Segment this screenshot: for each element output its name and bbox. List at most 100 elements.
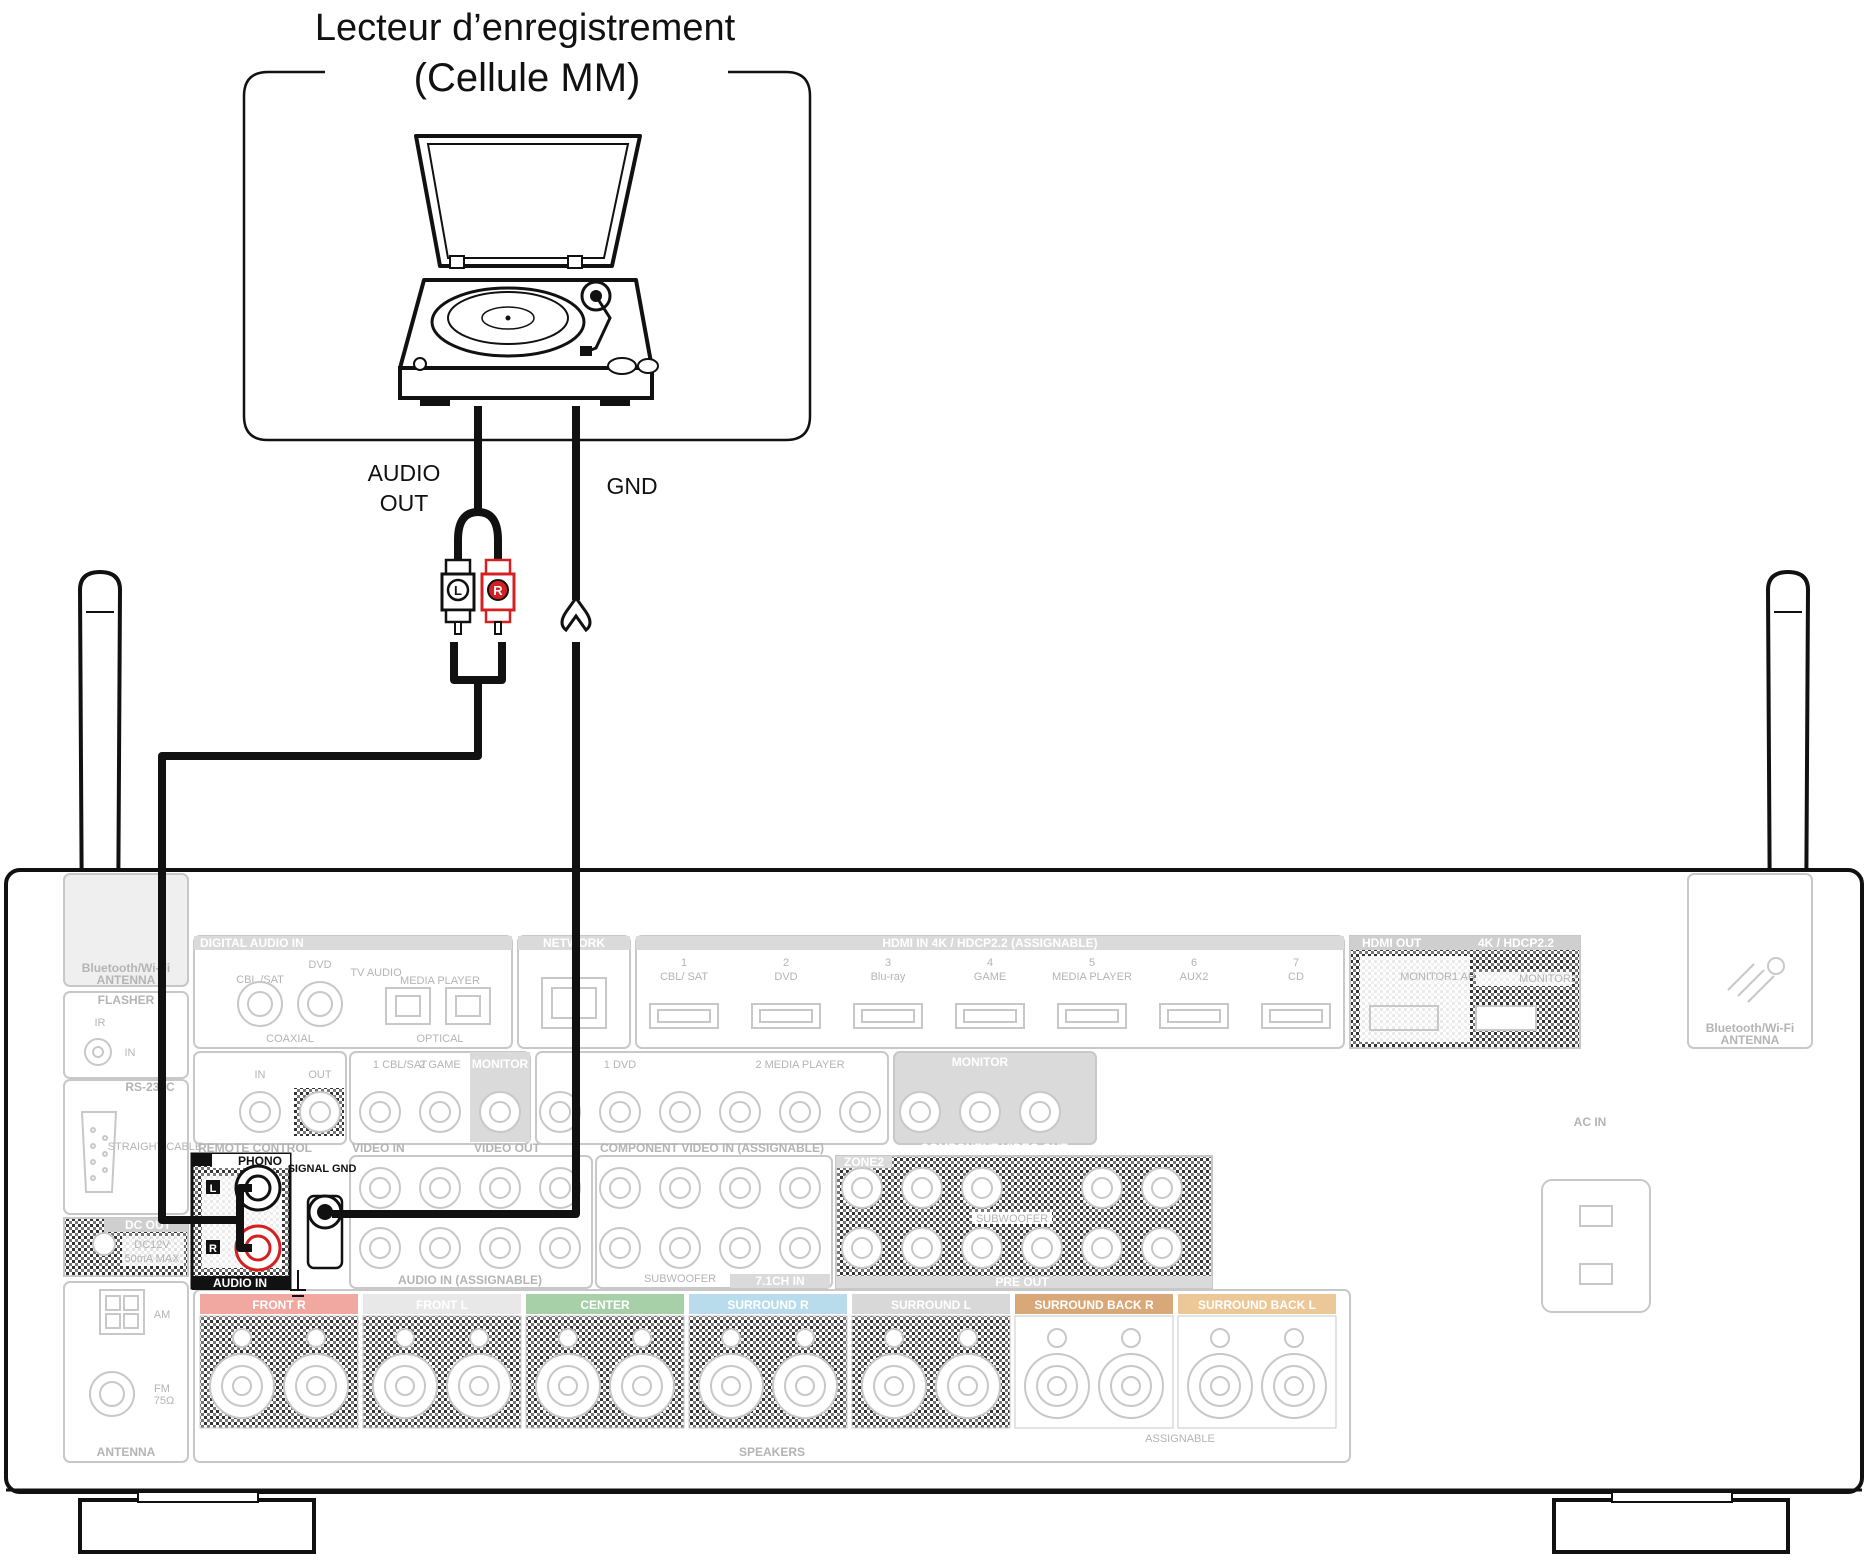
monitor-arc-label: MONITOR1 ARC bbox=[1400, 971, 1484, 983]
phono-label: PHONO bbox=[238, 1154, 282, 1168]
speaker-group-label: SURROUND L bbox=[891, 1298, 971, 1312]
speaker-group-label: SURROUND R bbox=[727, 1298, 809, 1312]
speaker-group-6: SURROUND BACK R bbox=[1014, 1294, 1174, 1429]
hdmi-port bbox=[1057, 1003, 1127, 1029]
antenna-left bbox=[77, 569, 123, 942]
speakers-label: SPEAKERS bbox=[739, 1445, 805, 1459]
rca-plug-right: R bbox=[480, 558, 516, 635]
hdmi-input-label: GAME bbox=[974, 971, 1006, 983]
remote-control-label: REMOTE CONTROL bbox=[198, 1141, 312, 1155]
device-frame bbox=[242, 70, 812, 442]
video-out-label: VIDEO OUT bbox=[474, 1141, 541, 1155]
plug-right-letter: R bbox=[493, 583, 503, 598]
speaker-group-1: FRONT R bbox=[199, 1294, 359, 1429]
hdmi-port bbox=[1261, 1003, 1331, 1029]
speaker-group-label: CENTER bbox=[580, 1298, 630, 1312]
ac-in-label: AC IN bbox=[1574, 1115, 1607, 1129]
bt-antenna-left-label: Bluetooth/Wi-Fi bbox=[82, 961, 171, 975]
hdmi-input-label: CBL/ SAT bbox=[660, 971, 708, 983]
coaxial-label: COAXIAL bbox=[266, 1033, 314, 1045]
audio-out-label-line1: AUDIO bbox=[368, 460, 441, 486]
rs232c-label: RS-232C bbox=[125, 1080, 175, 1094]
hdmi-port bbox=[751, 1003, 821, 1029]
hdmi-input-7: 7CD bbox=[1261, 957, 1331, 1029]
component-video-out-label: COMPONENT VIDEO OUT bbox=[920, 1141, 1068, 1155]
hdmi-port bbox=[649, 1003, 719, 1029]
ch71-in-label: 7.1CH IN bbox=[755, 1274, 804, 1288]
hdmi-input-number: 1 bbox=[681, 957, 687, 969]
hdmi-port bbox=[1159, 1003, 1229, 1029]
hdmi-input-label: AUX2 bbox=[1180, 971, 1209, 983]
speaker-group-2: FRONT L bbox=[362, 1294, 522, 1429]
top-row-panels: DIGITAL AUDIO IN CBL /SAT DVD TV AUDIO M… bbox=[193, 873, 1813, 1049]
svg-text:1 DVD: 1 DVD bbox=[604, 1059, 636, 1071]
bt-antenna-right-label: Bluetooth/Wi-Fi bbox=[1706, 1021, 1795, 1035]
fm-label: FM bbox=[154, 1383, 170, 1395]
assignable-label: ASSIGNABLE bbox=[1145, 1433, 1215, 1445]
speaker-group-label: FRONT R bbox=[252, 1298, 306, 1312]
pre-out-label: PRE OUT bbox=[995, 1275, 1049, 1289]
hdmi-input-number: 6 bbox=[1191, 957, 1197, 969]
speaker-group-4: SURROUND R bbox=[688, 1294, 848, 1429]
zone2-label: ZONE2 bbox=[844, 1155, 884, 1169]
hdmi-out-spec: 4K / HDCP2.2 bbox=[1478, 936, 1554, 950]
phono-r-badge: R bbox=[209, 1243, 217, 1255]
speaker-group-label: SURROUND BACK R bbox=[1034, 1298, 1154, 1312]
subwoofer-label: SUBWOOFER bbox=[644, 1273, 716, 1285]
hdmi-input-number: 7 bbox=[1293, 957, 1299, 969]
am-label: AM bbox=[154, 1309, 171, 1321]
digital-audio-in-label: DIGITAL AUDIO IN bbox=[200, 936, 304, 950]
ac-in-socket: AC IN bbox=[1541, 1115, 1651, 1313]
speaker-terminals: FRONT R FRONT L CENTER SURROUND R SURROUND L… bbox=[193, 1289, 1351, 1463]
audio-out-label-line2: OUT bbox=[380, 490, 429, 516]
bt-antenna-left-label-2: ANTENNA bbox=[97, 973, 156, 987]
audio-in-label: AUDIO IN bbox=[213, 1276, 267, 1290]
hdmi-input-label: MEDIA PLAYER bbox=[1052, 971, 1132, 983]
phono-l-badge: L bbox=[210, 1183, 217, 1195]
gnd-label: GND bbox=[606, 473, 657, 499]
title-line-2: (Cellule MM) bbox=[414, 56, 641, 100]
speaker-group-3: CENTER bbox=[525, 1294, 685, 1429]
antenna-right bbox=[1765, 569, 1811, 942]
title-line-1: Lecteur d’enregistrement bbox=[315, 7, 736, 49]
antenna-label: ANTENNA bbox=[97, 1445, 156, 1459]
bt-antenna-right-label-2: ANTENNA bbox=[1721, 1033, 1780, 1047]
hdmi-port bbox=[955, 1003, 1025, 1029]
pre-out-subwoofer-label: SUBWOOFER bbox=[976, 1213, 1048, 1225]
digital-dvd: DVD bbox=[308, 959, 331, 971]
component-monitor-label: MONITOR bbox=[952, 1055, 1009, 1069]
flasher-in-label: IN bbox=[125, 1047, 136, 1059]
video-monitor-label: MONITOR bbox=[472, 1057, 529, 1071]
hdmi-input-label: Blu-ray bbox=[871, 971, 906, 983]
video-row-panels: IN OUT REMOTE CONTROL 1 CBL/SAT 2 GAME M… bbox=[193, 1051, 1097, 1155]
audio-in-assignable-label: AUDIO IN (ASSIGNABLE) bbox=[398, 1273, 542, 1287]
signal-gnd-terminal: SIGNAL GND bbox=[288, 1163, 357, 1297]
hdmi-input-number: 4 bbox=[987, 957, 993, 969]
speaker-group-5: SURROUND L bbox=[851, 1294, 1011, 1429]
left-panel-column: Bluetooth/Wi-Fi ANTENNA FLASHER IR IN RS… bbox=[63, 873, 203, 1463]
optical-label: OPTICAL bbox=[416, 1033, 463, 1045]
speaker-group-label: SURROUND BACK L bbox=[1198, 1298, 1316, 1312]
plug-left-letter: L bbox=[454, 583, 462, 598]
video-in-label: VIDEO IN bbox=[352, 1141, 405, 1155]
monitor2-label: MONITOR2 bbox=[1519, 973, 1577, 985]
cables: L R bbox=[158, 406, 592, 1252]
hdmi-in-label: HDMI IN 4K / HDCP2.2 (ASSIGNABLE) bbox=[882, 936, 1097, 950]
rca-plug-left: L bbox=[440, 558, 476, 635]
dc-spec-1: DC12V bbox=[134, 1239, 170, 1251]
ir-label: IR bbox=[95, 1017, 106, 1029]
audio-row-panels: AUDIO IN (ASSIGNABLE) SUBWOOFER 7.1CH IN… bbox=[349, 1155, 1213, 1289]
straight-cable-label: STRAIGHT CABLE bbox=[108, 1141, 203, 1153]
rc-out-label: OUT bbox=[308, 1069, 332, 1081]
signal-gnd-label: SIGNAL GND bbox=[288, 1163, 357, 1175]
digital-cbl-sat: CBL /SAT bbox=[236, 974, 284, 986]
hdmi-port bbox=[853, 1003, 923, 1029]
rc-in-label: IN bbox=[255, 1069, 266, 1081]
